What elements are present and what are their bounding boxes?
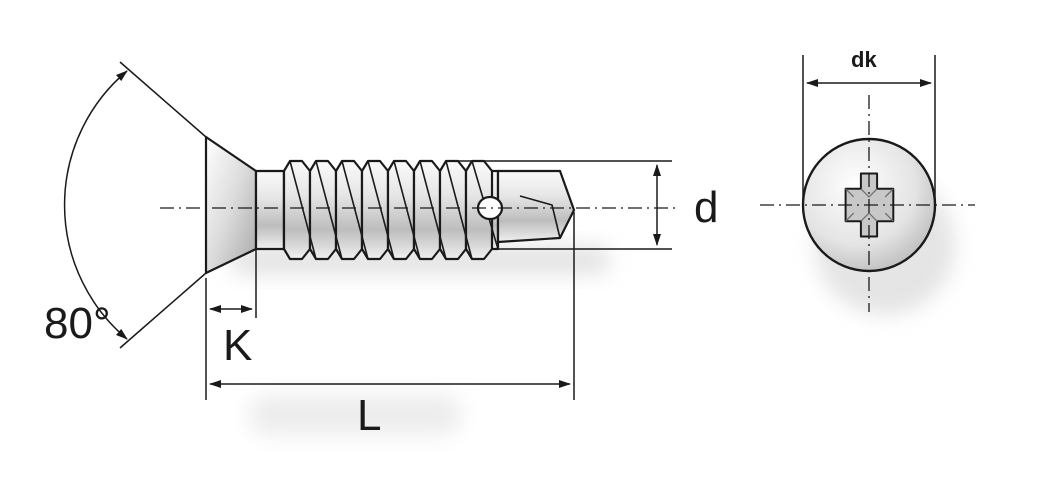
label-L: L xyxy=(357,391,381,440)
dimension-angle xyxy=(63,61,207,349)
shank xyxy=(254,169,286,251)
drill-point xyxy=(496,169,576,244)
dimension-K xyxy=(209,196,257,318)
label-dk: dk xyxy=(851,47,877,72)
dimension-dk xyxy=(802,55,936,205)
dimension-L xyxy=(205,212,575,400)
drill-flute xyxy=(519,195,561,239)
label-angle: 80° xyxy=(44,299,111,348)
countersunk-head xyxy=(204,135,258,275)
thread-crests xyxy=(282,159,494,261)
thread-helix-lines xyxy=(289,160,499,260)
label-K: K xyxy=(223,321,252,370)
label-d: d xyxy=(694,183,718,232)
dimension-d xyxy=(455,160,672,250)
